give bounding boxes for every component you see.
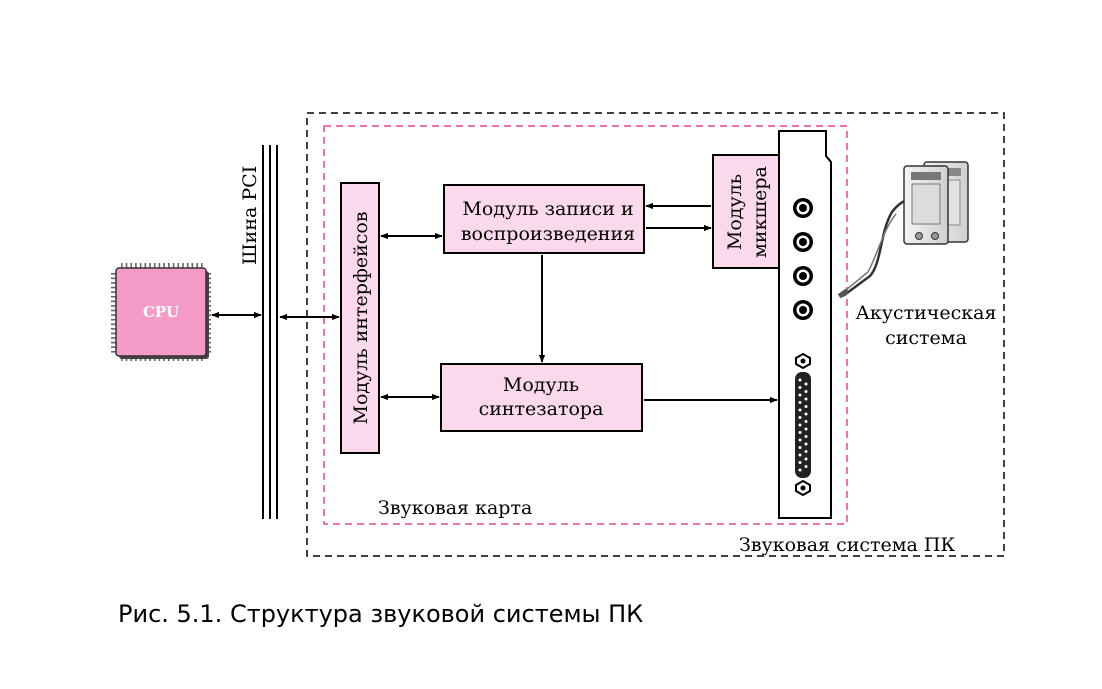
record-playback-module [443,184,645,254]
audio-jack-2 [793,232,813,252]
record-module-label-line1: Модуль записи и [462,198,633,220]
audio-jack-4 [793,300,813,320]
figure-caption: Рис. 5.1. Структура звуковой системы ПК [118,600,644,628]
pci-bus [262,145,278,519]
sound-card-border [323,125,848,525]
cpu-label: CPU [143,303,179,321]
synth-module-label-line1: Модуль [503,374,579,396]
audio-jack-1 [793,198,813,218]
speakers-label-line1: Акустическая [856,302,997,324]
mixer-module-label-line2: микшера [749,166,771,258]
sound-card-label: Звуковая карта [378,497,532,519]
pci-bus-label: Шина PCI [239,166,261,265]
synthesizer-module [440,363,643,432]
speakers-label-line2: система [885,327,967,349]
sound-system-border [306,112,1005,557]
interface-module-label: Модуль интерфейсов [350,211,372,424]
synth-module-label-line2: синтезатора [479,398,604,420]
mixer-module [712,154,780,269]
record-module-label-line2: воспроизведения [461,223,635,245]
game-port-icon [795,352,811,497]
interface-module [340,182,380,454]
sound-system-label: Звуковая система ПК [739,534,955,556]
card-bracket [778,130,832,519]
audio-jack-3 [793,266,813,286]
mixer-module-label-line1: Модуль [724,174,746,250]
cpu-chip: CPU [111,263,211,361]
speakers-icon [837,161,969,299]
